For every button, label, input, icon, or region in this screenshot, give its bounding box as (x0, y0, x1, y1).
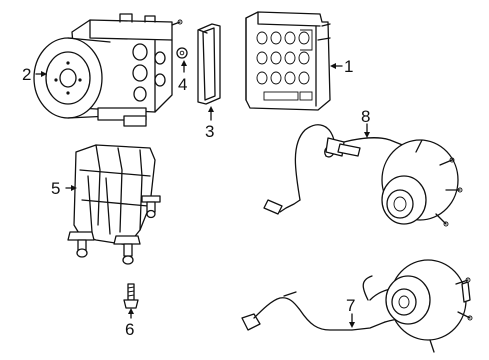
gasket-seal (197, 23, 221, 105)
callout-5: 5 (51, 179, 60, 198)
bolt-part (123, 283, 139, 309)
rear-wheel-speed-sensor (241, 259, 473, 353)
mounting-bracket (67, 144, 161, 265)
callout-2: 2 (22, 65, 31, 84)
front-wheel-speed-sensor (263, 124, 463, 227)
callout-7: 7 (346, 296, 355, 315)
callout-6: 6 (125, 320, 134, 339)
abs-modulator-assembly (33, 13, 183, 127)
callout-4: 4 (178, 75, 187, 94)
leader-lines (35, 60, 370, 328)
control-module (245, 11, 331, 111)
washer-part (176, 47, 188, 59)
callout-labels: 1 2 3 4 5 6 7 8 (22, 57, 370, 339)
callout-8: 8 (361, 107, 370, 126)
callout-3: 3 (205, 122, 214, 141)
callout-1: 1 (344, 57, 353, 76)
